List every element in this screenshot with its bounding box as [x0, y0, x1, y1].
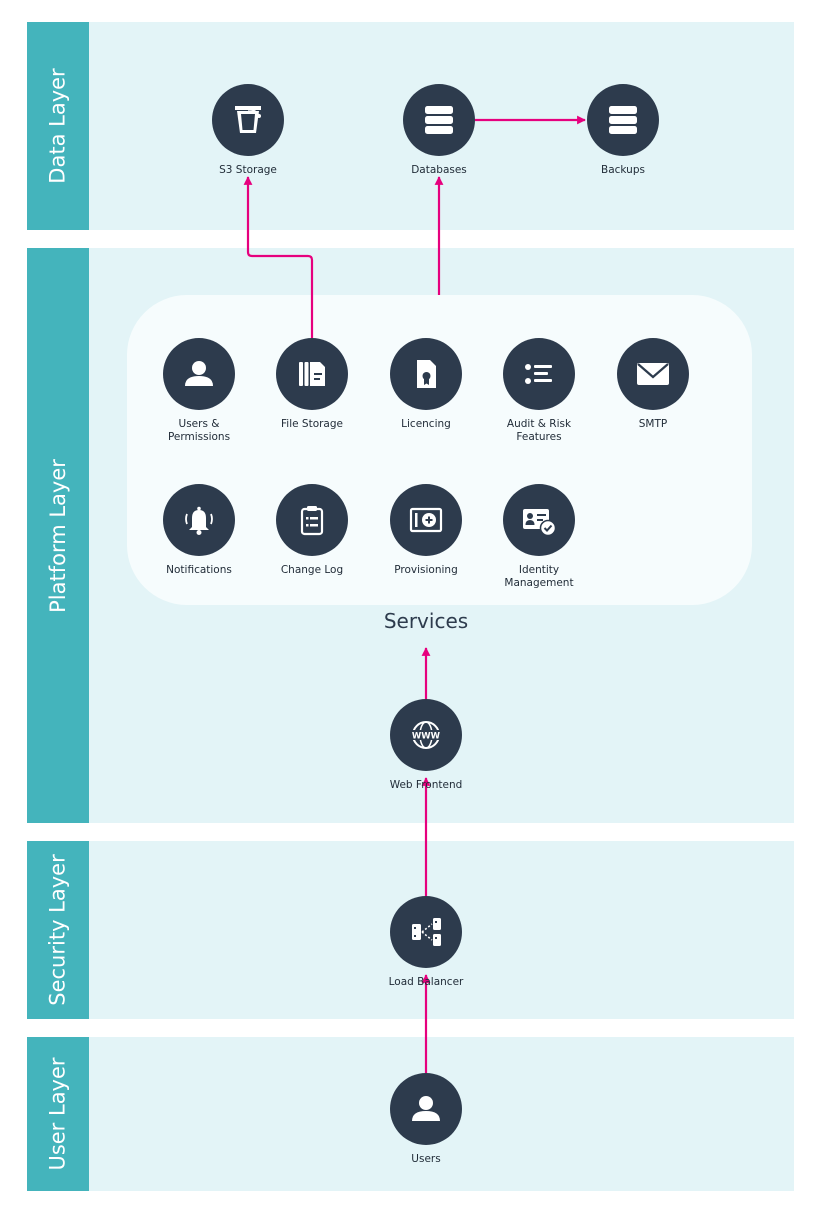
users-label: Users: [411, 1153, 441, 1165]
load-balancer-node: Load Balancer: [351, 896, 501, 989]
user-icon: [412, 1096, 440, 1121]
list-icon: [525, 364, 552, 384]
smtp-node: SMTP: [578, 338, 728, 431]
data-layer-tab: [27, 22, 89, 230]
s3-storage-node: S3 Storage: [173, 84, 323, 177]
identity-management-node: Identity Management: [464, 484, 614, 590]
users-permissions-node: Users & Permissions: [124, 338, 274, 444]
audit-risk-node: Audit & Risk Features: [464, 338, 614, 444]
www-icon: WWW: [410, 721, 442, 749]
users-permissions-label: Users & Permissions: [167, 418, 231, 443]
load-balancer-label: Load Balancer: [388, 976, 464, 988]
file-storage-label: File Storage: [281, 418, 343, 430]
web-frontend-node: WWW Web Frontend: [351, 699, 501, 792]
certificate-icon: [417, 360, 436, 388]
user-layer-tab: [27, 1037, 89, 1191]
security-layer-tab: [27, 841, 89, 1019]
envelope-icon: [637, 363, 669, 385]
backups-node: Backups: [548, 84, 698, 177]
platform-layer-tab: [27, 248, 89, 823]
databases-node: Databases: [364, 84, 514, 177]
provisioning-label: Provisioning: [394, 564, 458, 576]
database-icon: [425, 106, 453, 134]
add-box-icon: [409, 507, 443, 533]
notifications-node: Notifications: [124, 484, 274, 577]
documents-icon: [299, 362, 325, 386]
load-balancer-icon: [412, 918, 441, 946]
provisioning-node: Provisioning: [351, 484, 501, 577]
id-card-icon: [523, 509, 557, 537]
database-icon: [609, 106, 637, 134]
bucket-icon: [235, 106, 261, 133]
licencing-node: Licencing: [351, 338, 501, 431]
users-node: Users: [351, 1073, 501, 1166]
web-frontend-label: Web Frontend: [389, 779, 463, 791]
change-log-label: Change Log: [280, 564, 344, 576]
audit-risk-label: Audit & Risk Features: [506, 418, 572, 443]
clipboard-icon: [300, 506, 324, 536]
identity-management-label: Identity Management: [504, 564, 574, 589]
notifications-label: Notifications: [166, 564, 232, 576]
databases-label: Databases: [411, 164, 467, 176]
s3-storage-label: S3 Storage: [219, 164, 277, 176]
services-label: Services: [383, 609, 469, 633]
licencing-label: Licencing: [401, 418, 451, 430]
svg-text:WWW: WWW: [412, 732, 441, 742]
backups-label: Backups: [601, 164, 645, 176]
user-icon: [185, 361, 213, 386]
bell-icon: [185, 506, 213, 535]
smtp-label: SMTP: [638, 418, 668, 430]
arrow-file-storage-to-s3: [243, 176, 314, 338]
change-log-node: Change Log: [237, 484, 387, 577]
file-storage-node: File Storage: [237, 338, 387, 431]
